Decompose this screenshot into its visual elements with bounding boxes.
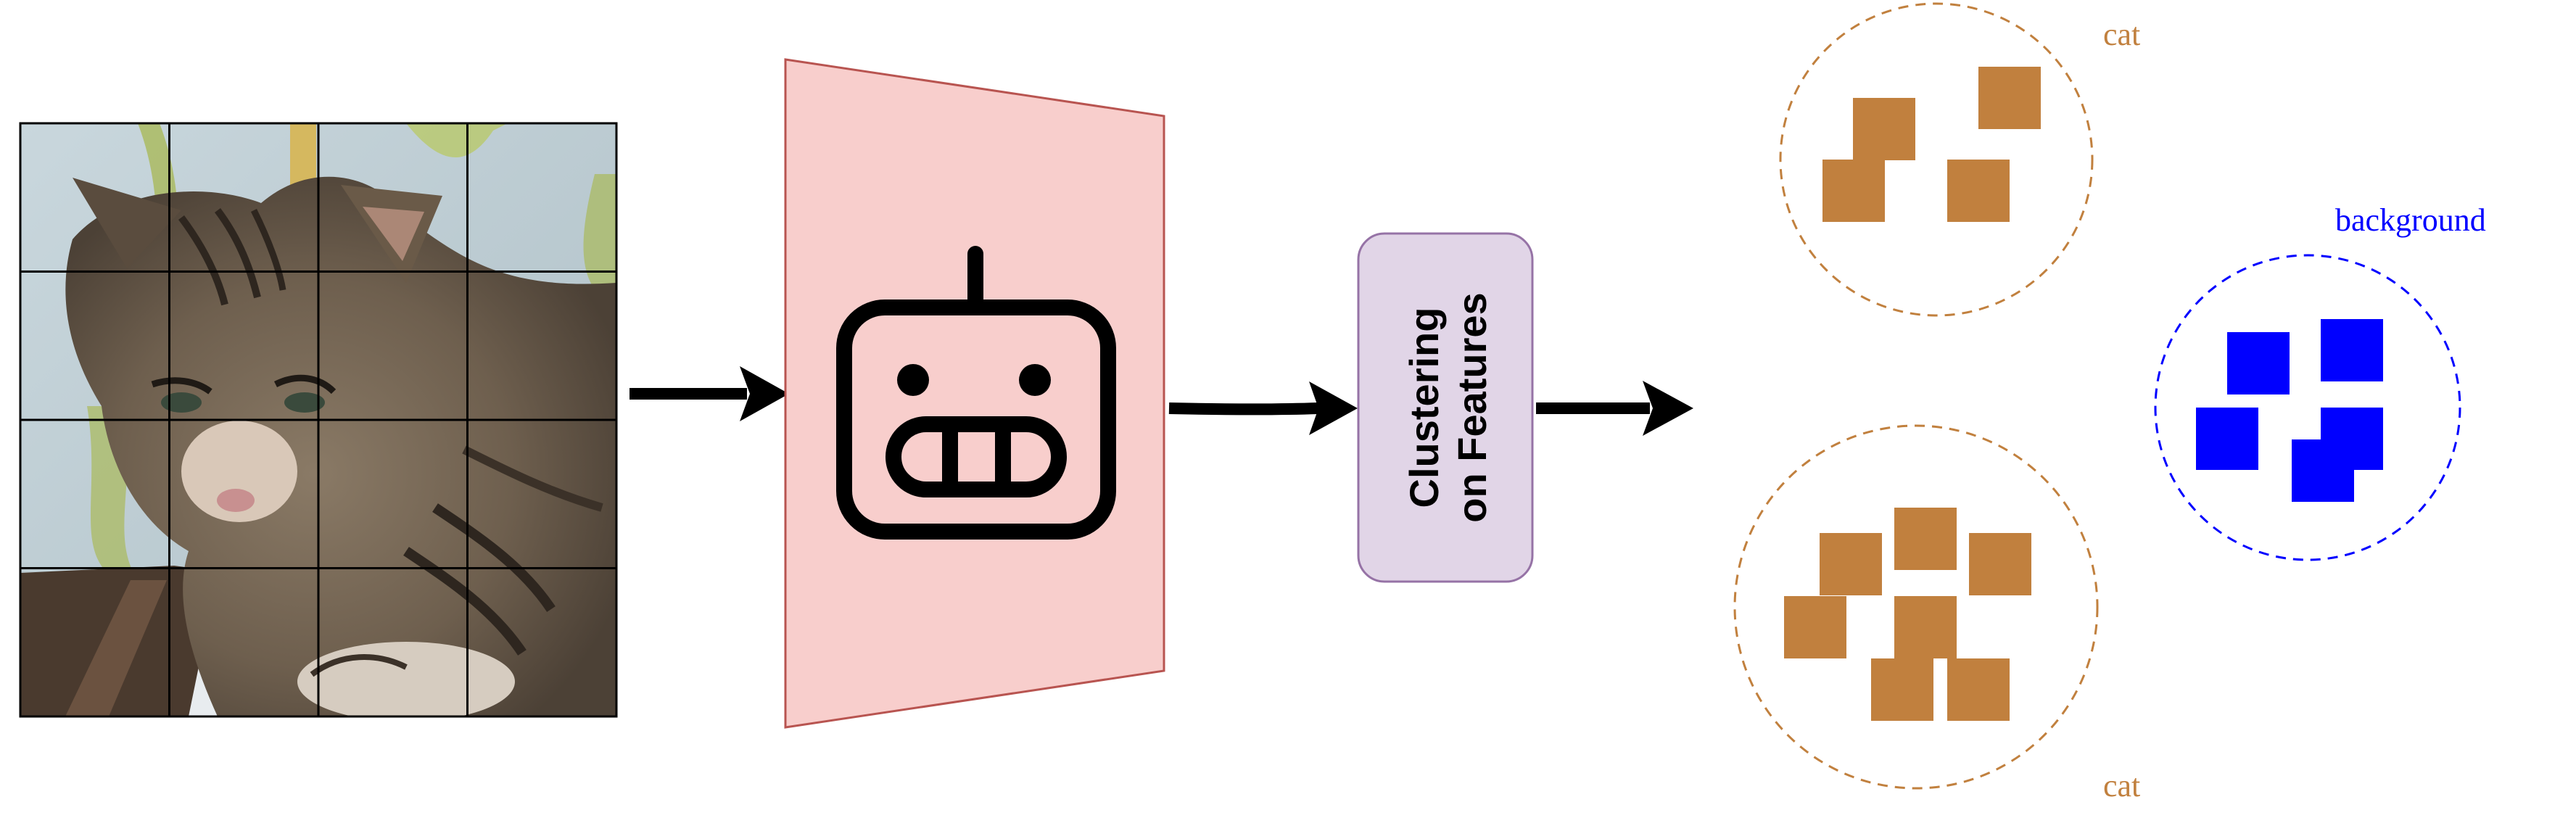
background-patch xyxy=(2292,439,2354,502)
cat-patch xyxy=(1822,160,1885,222)
patch-grid xyxy=(19,122,618,718)
cat-patch xyxy=(1894,596,1957,658)
cat-patch xyxy=(1853,98,1915,160)
robot-eye-right xyxy=(1019,364,1051,396)
cat-patch xyxy=(1784,596,1846,658)
cat-patch xyxy=(1947,658,2010,721)
robot-eye-left xyxy=(897,364,929,396)
input-image xyxy=(19,122,618,718)
arrow-encoder-to-clustering xyxy=(1168,381,1358,435)
arrow-image-to-encoder xyxy=(629,366,789,421)
cat-patch-group-top xyxy=(1822,67,2041,222)
cluster-background: background xyxy=(2154,202,2486,561)
cluster-label-cat-top: cat xyxy=(2103,17,2140,52)
background-patch xyxy=(2227,332,2290,394)
cat-patch-group-bottom xyxy=(1784,508,2031,721)
cat-patch xyxy=(1969,533,2031,595)
background-patch xyxy=(2196,408,2258,470)
clustering-label-line1: Clustering xyxy=(1401,307,1447,508)
cat-patch xyxy=(1820,533,1882,595)
cluster-cat-bottom: cat xyxy=(1733,424,2140,803)
clustering-label-line2: on Features xyxy=(1449,292,1495,522)
background-patch-group xyxy=(2196,319,2383,502)
arrow-clustering-to-clusters xyxy=(1536,381,1693,436)
cat-patch xyxy=(1894,508,1957,570)
cluster-cat-top: cat xyxy=(1779,2,2140,317)
encoder-trapezoid xyxy=(784,58,1165,729)
cat-patch xyxy=(1978,67,2041,129)
clustering-box: Clustering on Features xyxy=(1357,232,1534,583)
background-patch xyxy=(2321,319,2383,381)
encoder-block xyxy=(784,58,1165,729)
cluster-label-cat-bottom: cat xyxy=(2103,768,2140,803)
cat-patch xyxy=(1871,658,1933,721)
cluster-label-background: background xyxy=(2335,202,2486,238)
cat-patch xyxy=(1947,160,2010,222)
robot-icon xyxy=(836,246,1116,540)
